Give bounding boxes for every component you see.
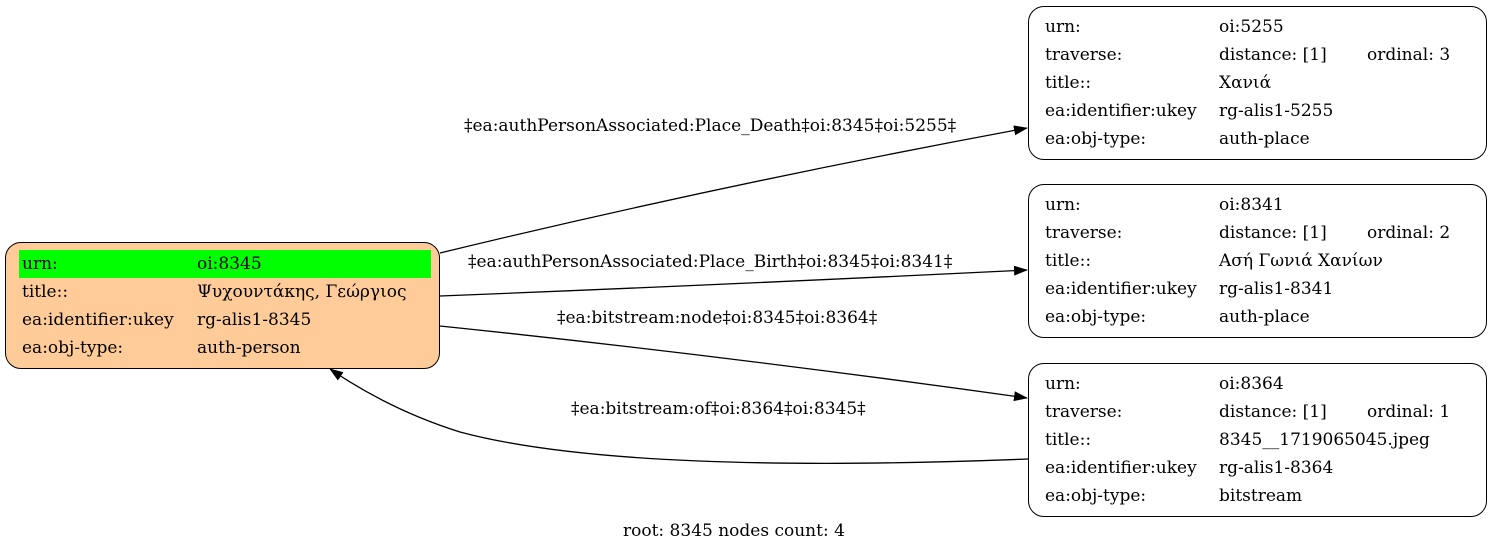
- root-title-key: title::: [22, 282, 69, 302]
- edge-bitstream-node[interactable]: [439, 325, 1028, 402]
- edge-label-place-death: ‡ea:authPersonAssociated:Place_Death‡oi:…: [464, 116, 957, 136]
- node-title-value: Ασή Γωνιά Χανίων: [1219, 251, 1383, 271]
- root-row-urn: urn: oi:8345: [6, 250, 439, 278]
- root-urn-key: urn:: [19, 250, 194, 278]
- node-distance: distance: [1]: [1219, 223, 1327, 243]
- node-urn-key: urn:: [1045, 195, 1081, 215]
- node-title-key: title::: [1045, 251, 1092, 271]
- node-oi-8341[interactable]: urn: oi:8341 traverse: distance: [1] ord…: [1028, 184, 1487, 338]
- node-urn-value: oi:8341: [1219, 195, 1284, 215]
- node-row-ukey: ea:identifier:ukey rg-alis1-8364: [1029, 454, 1486, 482]
- root-row-title: title:: Ψυχουντάκης, Γεώργιος: [6, 278, 439, 306]
- node-urn-value: oi:8364: [1219, 374, 1284, 394]
- node-distance: distance: [1]: [1219, 402, 1327, 422]
- root-urn-value: oi:8345: [194, 250, 431, 278]
- node-distance: distance: [1]: [1219, 45, 1327, 65]
- root-type-key: ea:obj-type:: [22, 338, 124, 358]
- node-ordinal: ordinal: 1: [1367, 402, 1451, 422]
- node-row-traverse: traverse: distance: [1] ordinal: 2: [1029, 219, 1486, 247]
- node-urn-value: oi:5255: [1219, 17, 1284, 37]
- node-type-value: auth-place: [1219, 129, 1310, 149]
- node-type-key: ea:obj-type:: [1045, 486, 1147, 506]
- edge-label-bitstream-node: ‡ea:bitstream:node‡oi:8345‡oi:8364‡: [557, 308, 878, 328]
- node-row-urn: urn: oi:5255: [1029, 13, 1486, 41]
- root-title-value: Ψυχουντάκης, Γεώργιος: [197, 282, 407, 302]
- node-row-type: ea:obj-type: auth-place: [1029, 303, 1486, 331]
- node-row-urn: urn: oi:8364: [1029, 370, 1486, 398]
- root-row-type: ea:obj-type: auth-person: [6, 334, 439, 362]
- edge-place-birth[interactable]: [439, 265, 1028, 297]
- node-ukey-key: ea:identifier:ukey: [1045, 279, 1197, 299]
- node-row-ukey: ea:identifier:ukey rg-alis1-5255: [1029, 97, 1486, 125]
- node-row-title: title:: Χανιά: [1029, 69, 1486, 97]
- node-urn-key: urn:: [1045, 17, 1081, 37]
- node-title-value: Χανιά: [1219, 73, 1272, 93]
- node-row-traverse: traverse: distance: [1] ordinal: 3: [1029, 41, 1486, 69]
- root-ukey-value: rg-alis1-8345: [197, 310, 312, 330]
- node-type-key: ea:obj-type:: [1045, 307, 1147, 327]
- node-row-title: title:: 8345__1719065045.jpeg: [1029, 426, 1486, 454]
- node-traverse-key: traverse:: [1045, 45, 1123, 65]
- node-oi-5255[interactable]: urn: oi:5255 traverse: distance: [1] ord…: [1028, 6, 1487, 160]
- node-traverse-key: traverse:: [1045, 402, 1123, 422]
- edge-place-death[interactable]: [439, 125, 1028, 254]
- node-row-type: ea:obj-type: bitstream: [1029, 482, 1486, 510]
- node-type-key: ea:obj-type:: [1045, 129, 1147, 149]
- node-ukey-value: rg-alis1-8341: [1219, 279, 1334, 299]
- node-ukey-value: rg-alis1-5255: [1219, 101, 1334, 121]
- root-ukey-key: ea:identifier:ukey: [22, 310, 174, 330]
- edge-bitstream-of[interactable]: [329, 368, 1029, 464]
- node-ukey-key: ea:identifier:ukey: [1045, 101, 1197, 121]
- node-ukey-key: ea:identifier:ukey: [1045, 458, 1197, 478]
- node-urn-key: urn:: [1045, 374, 1081, 394]
- node-ordinal: ordinal: 2: [1367, 223, 1451, 243]
- node-type-value: bitstream: [1219, 486, 1303, 506]
- node-row-title: title:: Ασή Γωνιά Χανίων: [1029, 247, 1486, 275]
- graph-footer: root: 8345 nodes count: 4: [623, 521, 845, 541]
- node-row-traverse: traverse: distance: [1] ordinal: 1: [1029, 398, 1486, 426]
- edge-label-place-birth: ‡ea:authPersonAssociated:Place_Birth‡oi:…: [468, 252, 953, 272]
- node-row-ukey: ea:identifier:ukey rg-alis1-8341: [1029, 275, 1486, 303]
- node-title-key: title::: [1045, 430, 1092, 450]
- node-ukey-value: rg-alis1-8364: [1219, 458, 1334, 478]
- node-title-value: 8345__1719065045.jpeg: [1219, 430, 1430, 450]
- root-row-ukey: ea:identifier:ukey rg-alis1-8345: [6, 306, 439, 334]
- node-row-urn: urn: oi:8341: [1029, 191, 1486, 219]
- node-row-type: ea:obj-type: auth-place: [1029, 125, 1486, 153]
- node-traverse-key: traverse:: [1045, 223, 1123, 243]
- node-oi-8364[interactable]: urn: oi:8364 traverse: distance: [1] ord…: [1028, 363, 1487, 517]
- edge-label-bitstream-of: ‡ea:bitstream:of‡oi:8364‡oi:8345‡: [571, 399, 866, 419]
- node-ordinal: ordinal: 3: [1367, 45, 1451, 65]
- node-title-key: title::: [1045, 73, 1092, 93]
- root-node[interactable]: urn: oi:8345 title:: Ψυχουντάκης, Γεώργι…: [5, 242, 440, 369]
- node-type-value: auth-place: [1219, 307, 1310, 327]
- root-type-value: auth-person: [197, 338, 301, 358]
